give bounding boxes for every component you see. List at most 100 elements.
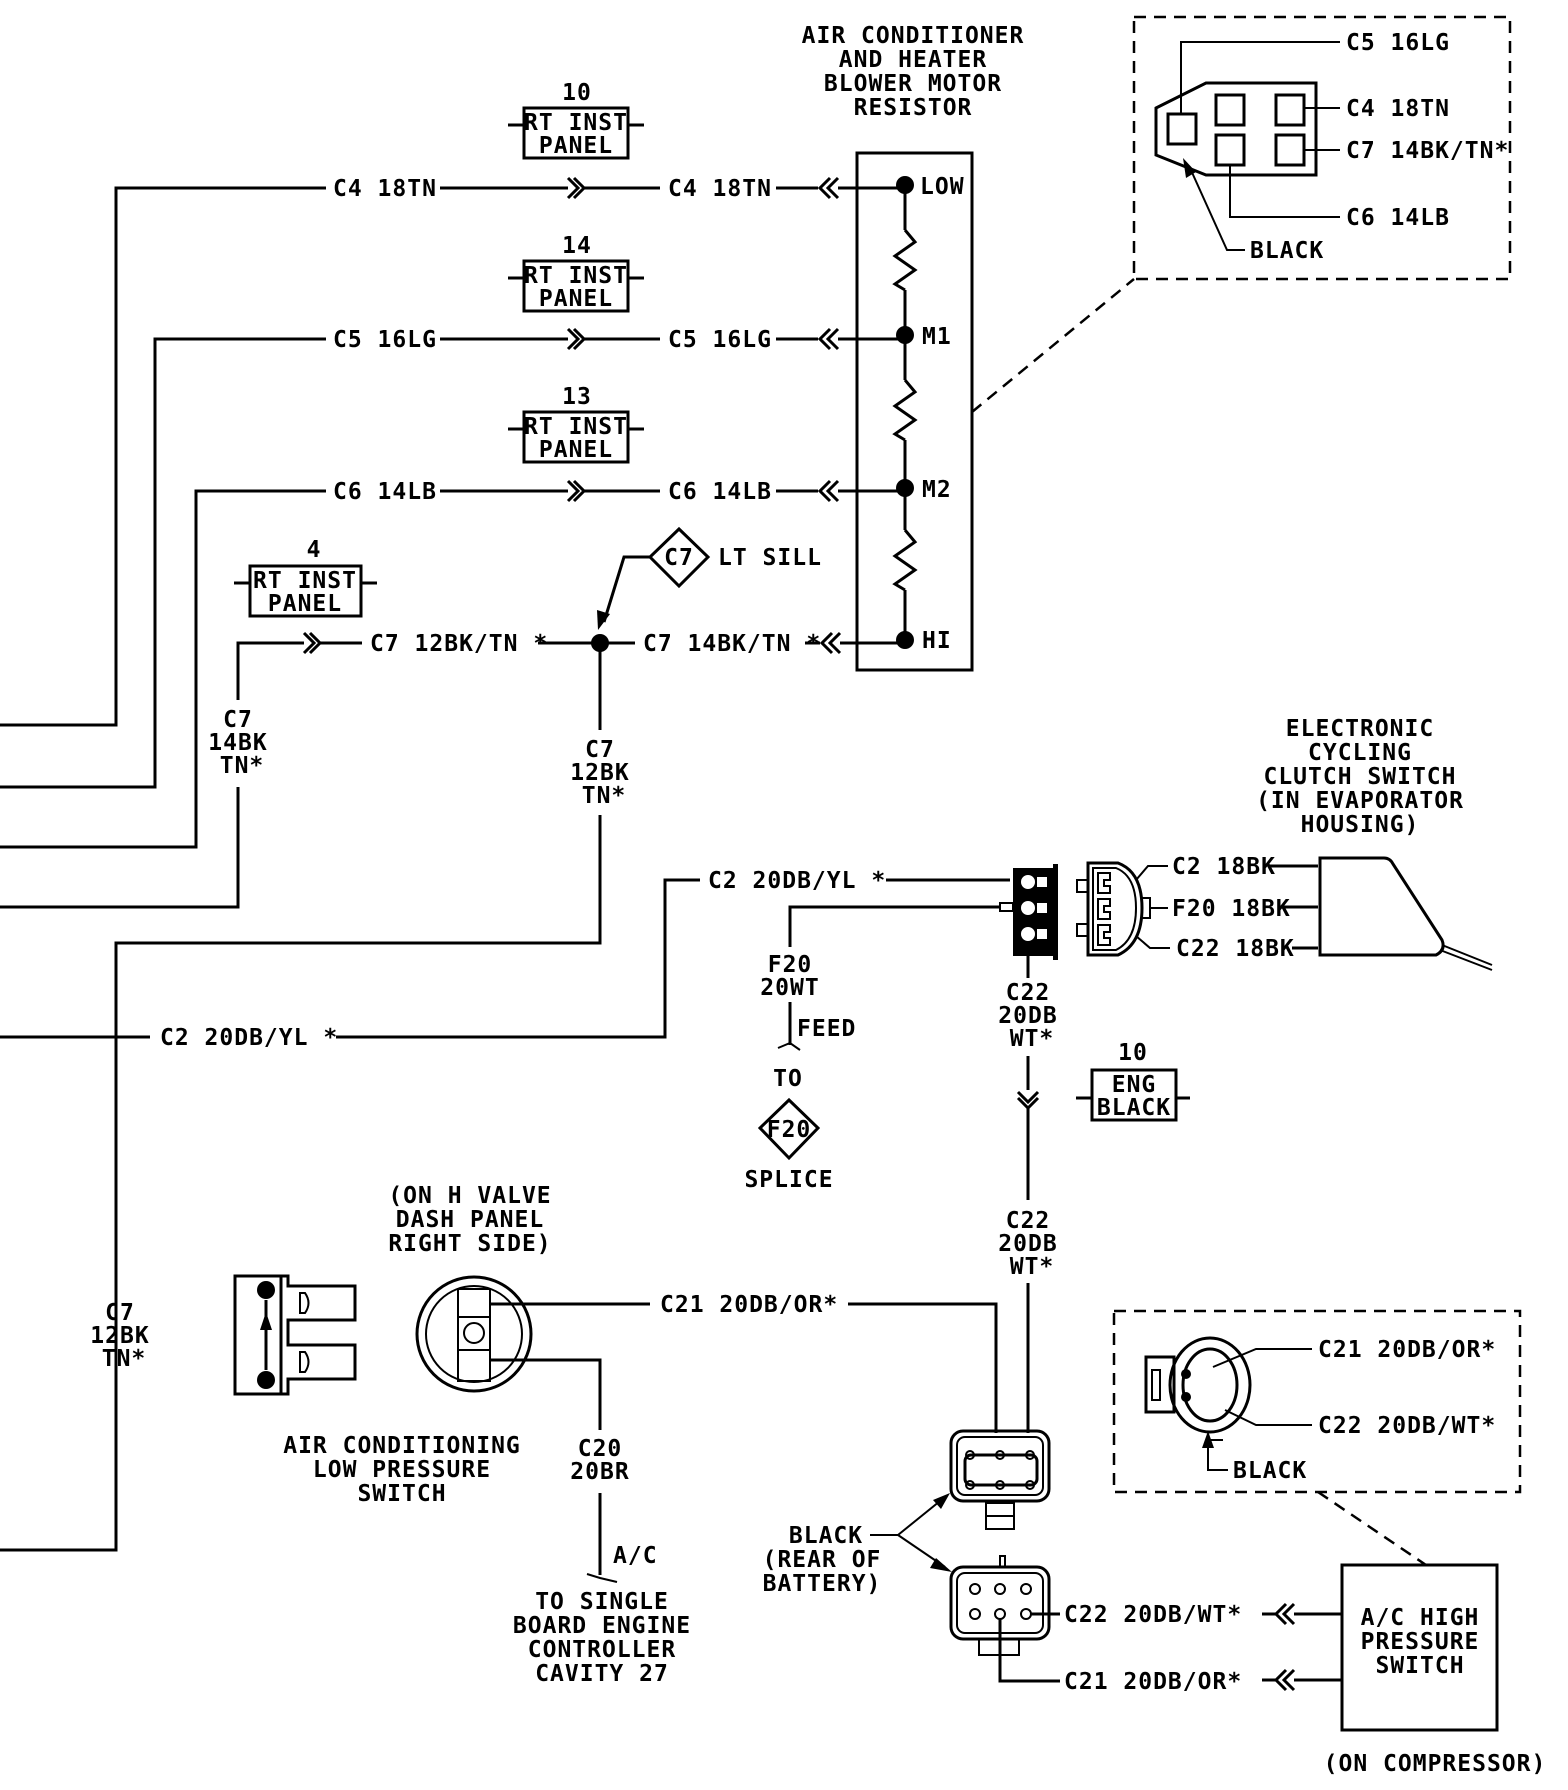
color-label: BLACK	[1250, 238, 1324, 264]
title-line: AND HEATER	[839, 47, 987, 73]
wire-label: C7	[105, 1300, 135, 1326]
location-line: RIGHT SIDE)	[388, 1231, 551, 1257]
wire-label: C20	[578, 1436, 623, 1462]
terminal-hi-label: HI	[922, 628, 952, 654]
wire-label: F20	[768, 952, 813, 978]
wire-label: C22	[1006, 980, 1051, 1006]
wire-label: C2 18BK	[1172, 854, 1276, 880]
connector-line: RT INST	[524, 110, 628, 136]
terminal-low-dot	[896, 176, 914, 194]
wire-label: C6 14LB	[333, 479, 437, 505]
connector-male-icon	[566, 176, 587, 200]
pin-label: C22 20DB/WT*	[1318, 1413, 1496, 1439]
wire-c4: C4 18TN C4 18TN	[0, 176, 905, 727]
inline-connector-10-rt: 10 RT INST PANEL	[508, 80, 644, 160]
location-line: (ON H VALVE	[388, 1183, 551, 1209]
color-label: BLACK	[1233, 1458, 1307, 1484]
resistor-3-icon	[892, 529, 918, 592]
connector-female-icon	[817, 176, 840, 200]
title-line: CLUTCH SWITCH	[1263, 764, 1456, 790]
label-line: (REAR OF	[763, 1547, 882, 1573]
splice-label: SPLICE	[744, 1167, 833, 1193]
blower-resistor: LOW M1 M2 HI	[855, 151, 974, 672]
pin-label: C5 16LG	[1346, 30, 1450, 56]
wire-label: 20WT	[760, 975, 819, 1001]
wire-label: C6 14LB	[668, 479, 772, 505]
cycling-clutch-switch: ELECTRONIC CYCLING CLUTCH SWITCH (IN EVA…	[1256, 716, 1493, 971]
connector-number: 10	[1118, 1040, 1148, 1066]
terminal-hi-dot	[896, 631, 914, 649]
switch-round-icon	[415, 1275, 533, 1393]
splice-label: LT SILL	[718, 545, 822, 571]
title-line: HOUSING)	[1301, 812, 1420, 838]
connector-line: PANEL	[268, 591, 342, 617]
connector-body-icon	[1144, 1355, 1176, 1414]
sbec-note: TO SINGLE BOARD ENGINE CONTROLLER CAVITY…	[513, 1589, 690, 1687]
connector-line: RT INST	[524, 263, 628, 289]
title-line: AIR CONDITIONING	[283, 1433, 521, 1459]
battery-connector-lower	[949, 1555, 1060, 1683]
wire-c5: C5 16LG C5 16LG	[0, 327, 905, 789]
pin-label: C6 14LB	[1346, 205, 1450, 231]
wire-label: C5 16LG	[668, 327, 772, 353]
connector-number: 13	[562, 384, 592, 410]
wire-c21-mid: C21 20DB/OR*	[660, 1292, 998, 1433]
terminal-m2-label: M2	[922, 477, 952, 503]
note-line: CONTROLLER	[528, 1637, 676, 1663]
connector-body-icon	[949, 1429, 1051, 1503]
label-line: BATTERY)	[763, 1571, 882, 1597]
battery-connector-label: BLACK (REAR OF BATTERY)	[763, 1493, 952, 1597]
wire-label: C5 16LG	[333, 327, 437, 353]
battery-connector-upper	[949, 1429, 1051, 1530]
terminal-m1-label: M1	[922, 324, 952, 350]
wire-c22-bottom: C22 20DB/WT*	[1064, 1602, 1342, 1628]
low-pressure-switch: (ON H VALVE DASH PANEL RIGHT SIDE) AIR C…	[233, 1183, 650, 1507]
wire-label: WT*	[1010, 1254, 1055, 1280]
connector-line: BLACK	[1097, 1095, 1171, 1121]
wire-end-icon	[777, 1041, 801, 1051]
wire-label: A/C	[613, 1543, 658, 1569]
wire-label: C7	[585, 737, 615, 763]
connector-female-icon	[819, 631, 842, 655]
arrow-icon	[597, 610, 610, 630]
connector-male-icon	[566, 479, 587, 503]
wire-label: FEED	[797, 1016, 856, 1042]
title-line: ELECTRONIC	[1286, 716, 1434, 742]
splice-diamond-icon	[757, 1097, 821, 1161]
pin-label: C21 20DB/OR*	[1318, 1337, 1496, 1363]
connector-female-icon	[817, 479, 840, 503]
switch-schematic-icon	[233, 1274, 283, 1396]
inline-connector-14-rt: 14 RT INST PANEL	[508, 233, 644, 313]
wire-label: C4 18TN	[333, 176, 437, 202]
wire-c6: C6 14LB C6 14LB	[0, 479, 905, 849]
wire-label: TN*	[582, 783, 627, 809]
connector-female-icon	[817, 327, 840, 351]
inline-connector-4-rt: 4 RT INST PANEL	[234, 537, 377, 618]
inline-connector-13-rt: 13 RT INST PANEL	[508, 384, 644, 464]
resistor-1-icon	[892, 229, 918, 292]
note-line: CAVITY 27	[535, 1661, 669, 1687]
wire-label: C2 20DB/YL *	[160, 1025, 338, 1051]
cycling-switch-harness-connector	[999, 864, 1058, 978]
connector-line: ENG	[1112, 1072, 1157, 1098]
splice-id: C7	[664, 545, 694, 571]
connector-icon	[1016, 1090, 1040, 1111]
wire-label: C7 12BK/TN *	[370, 631, 548, 657]
wire-label: C7 14BK/TN *	[643, 631, 821, 657]
blower-resistor-title: AIR CONDITIONER AND HEATER BLOWER MOTOR …	[802, 23, 1024, 121]
location-label: (ON COMPRESSOR)	[1324, 1751, 1547, 1777]
title-line: (IN EVAPORATOR	[1256, 788, 1464, 814]
wire-c2: C2 20DB/YL * C2 20DB/YL *	[0, 868, 1010, 1051]
wire-label: 12BK	[90, 1323, 149, 1349]
splice-id: F20	[767, 1117, 812, 1143]
connector-line: PANEL	[539, 437, 613, 463]
title-line: PRESSURE	[1361, 1629, 1480, 1655]
wire-label: F20 18BK	[1172, 896, 1291, 922]
title-line: LOW PRESSURE	[313, 1457, 491, 1483]
wire-label: TO	[773, 1066, 803, 1092]
switch-body-icon	[1318, 856, 1445, 957]
wire-c20: C20 20BR A/C	[570, 1436, 658, 1583]
switch-body-icon	[1340, 1563, 1499, 1732]
title-line: SWITCH	[1375, 1653, 1464, 1679]
